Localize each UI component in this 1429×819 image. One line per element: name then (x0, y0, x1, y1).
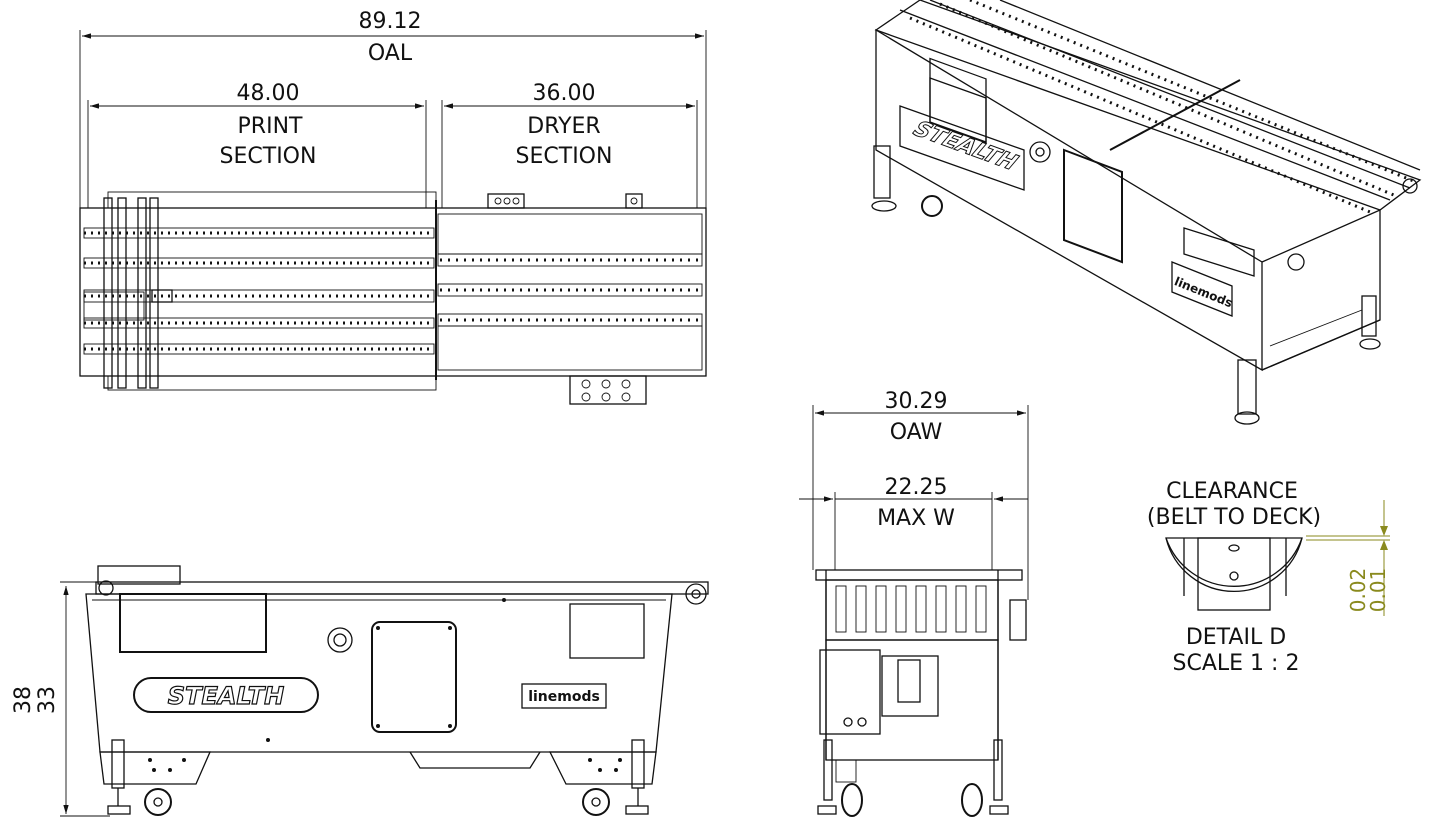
iso-stealth-logo-text: STEALTH (909, 116, 1023, 175)
oal-dimension: 89.12 OAL (79, 9, 707, 208)
top-view: 89.12 OAL 48.00 PRINT SECTION 36.00 DRYE… (79, 9, 707, 405)
print-label-1: PRINT (238, 114, 303, 139)
dryer-belt-rows (437, 213, 703, 371)
detail-d: CLEARANCE (BELT TO DECK) 0.02 0.01 DETAI… (1147, 479, 1390, 676)
end-view: 30.29 OAW 22.25 MAX W (799, 389, 1029, 817)
dryer-section-dimension: 36.00 DRYER SECTION (441, 81, 698, 208)
height-dimension: 38 33 (11, 581, 110, 817)
height-max-value: 38 (11, 686, 36, 714)
detail-caption-1: DETAIL D (1186, 625, 1286, 650)
detail-circle-drawing (1165, 537, 1303, 611)
rivets (148, 598, 622, 772)
control-box-plan (487, 193, 647, 405)
print-head-bracket (83, 197, 173, 389)
clearance-dimension: 0.02 0.01 (1306, 500, 1390, 616)
dryer-label-1: DRYER (527, 114, 600, 139)
linemods-logo-text: linemods (528, 689, 600, 705)
print-label-2: SECTION (220, 144, 317, 169)
iso-stealth-logo: STEALTH (899, 105, 1025, 191)
print-length-value: 48.00 (237, 81, 300, 106)
max-width-value: 22.25 (885, 475, 948, 500)
height-min-value: 33 (35, 686, 60, 714)
clearance-value-a: 0.02 (1346, 568, 1370, 613)
print-section-dimension: 48.00 PRINT SECTION (87, 81, 427, 208)
oal-label: OAL (368, 41, 413, 66)
iso-belts (899, 0, 1421, 271)
stealth-logo-text: STEALTH (168, 682, 284, 710)
detail-title-2: (BELT TO DECK) (1147, 505, 1321, 530)
conveyor-plan-drawing (79, 191, 707, 405)
oal-value: 89.12 (359, 9, 422, 34)
linemods-logo: linemods (521, 683, 607, 709)
iso-linemods-logo: linemods (1171, 261, 1235, 317)
oaw-dimension: 30.29 OAW (812, 389, 1029, 600)
max-width-dimension: 22.25 MAX W (799, 475, 1028, 570)
dryer-length-value: 36.00 (533, 81, 596, 106)
clearance-value-b: 0.01 (1366, 568, 1390, 613)
detail-title-1: CLEARANCE (1166, 479, 1298, 504)
conveyor-end-drawing (815, 569, 1027, 817)
side-view: 38 33 STEALT (11, 565, 709, 817)
isometric-view: STEALTH linemods (871, 0, 1422, 425)
detail-caption-2: SCALE 1 : 2 (1173, 651, 1300, 676)
print-belt-rows (83, 227, 435, 355)
conveyor-side-drawing: STEALTH linemods (85, 565, 709, 816)
oaw-value: 30.29 (885, 389, 948, 414)
max-width-label: MAX W (877, 506, 955, 531)
dryer-label-2: SECTION (516, 144, 613, 169)
oaw-label: OAW (890, 420, 943, 445)
stealth-logo: STEALTH (133, 677, 319, 713)
